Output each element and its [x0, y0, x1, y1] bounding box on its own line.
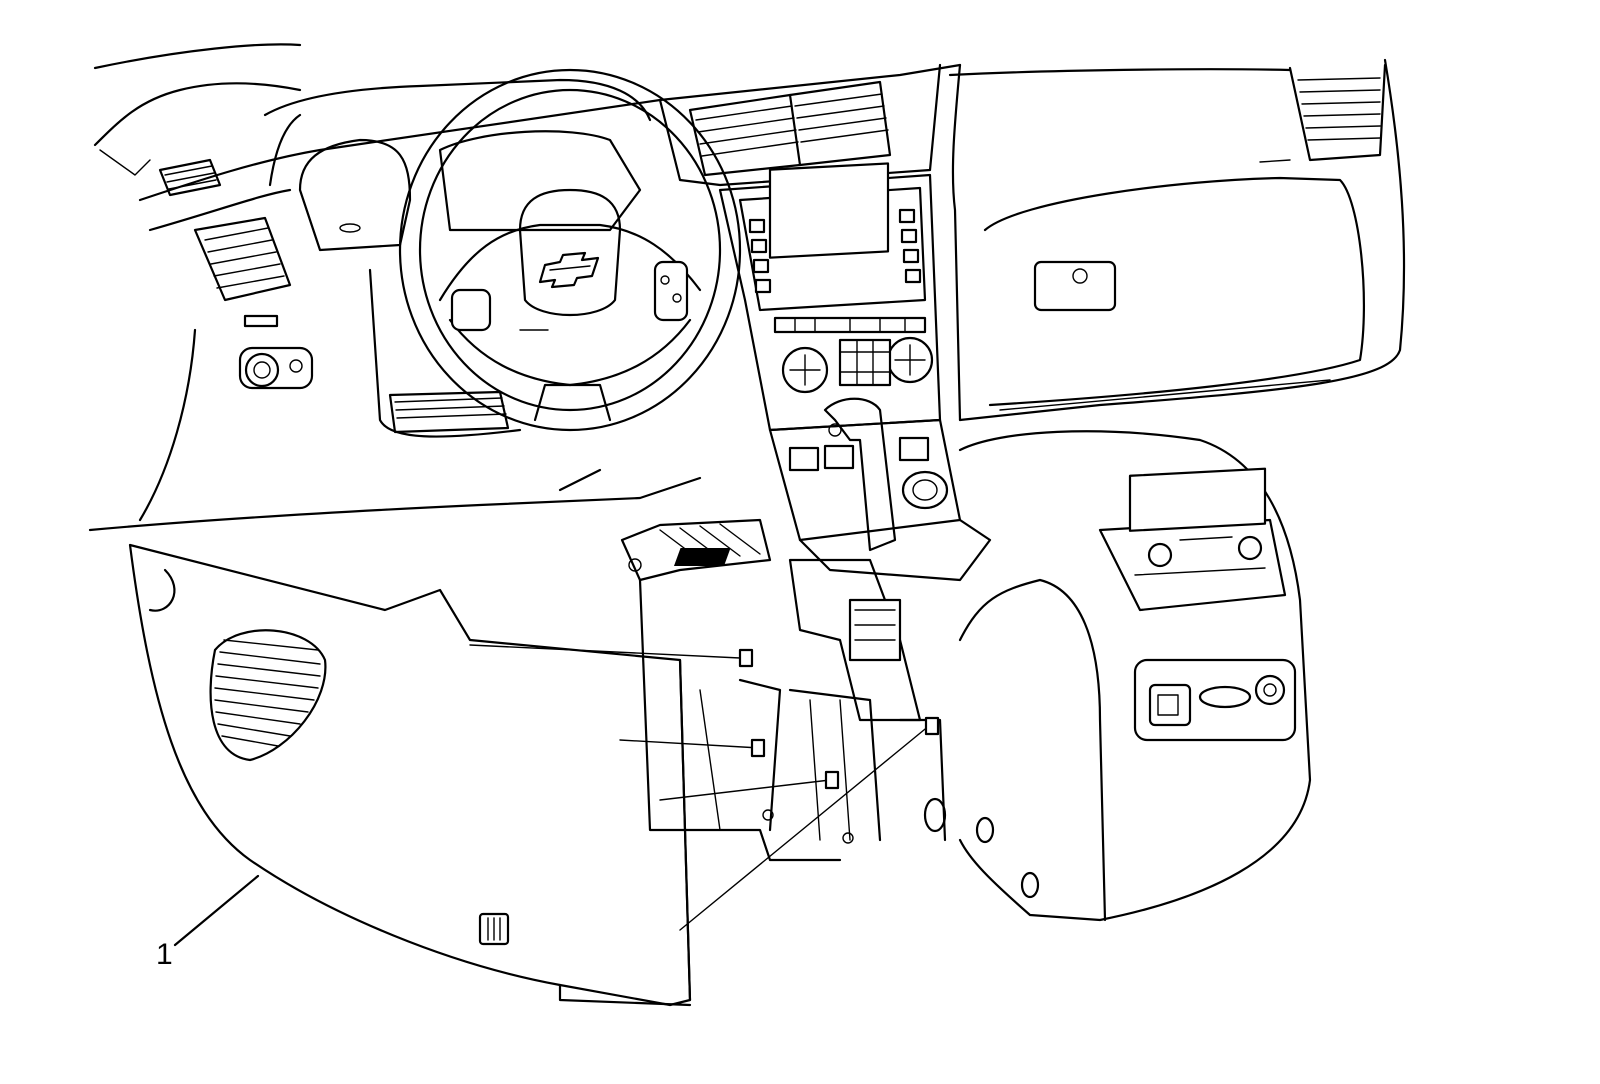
- callout-1-leader: [173, 874, 260, 947]
- center-stack: [658, 63, 942, 432]
- floor-bracket: [620, 518, 947, 862]
- climate-knob-icon: [781, 346, 829, 394]
- radio-buttons: [748, 208, 922, 294]
- knee-bolster-panel: [128, 543, 940, 1007]
- callout-1-label: 1: [156, 938, 173, 971]
- steering-wheel-icon: [398, 68, 742, 432]
- dash-top: [138, 63, 962, 232]
- lower-dash: [88, 268, 702, 532]
- headlamp-switch: [238, 346, 314, 390]
- a-pillar: [93, 43, 302, 176]
- shift-lever-icon: [673, 397, 992, 582]
- climate-controls: [773, 316, 934, 394]
- left-vent-grille-icon: [193, 216, 292, 328]
- chevrolet-bowtie-icon: [538, 251, 600, 289]
- lower-vent-grille-icon: [209, 629, 327, 762]
- passenger-dash: [948, 58, 1406, 422]
- center-console: [923, 430, 1312, 922]
